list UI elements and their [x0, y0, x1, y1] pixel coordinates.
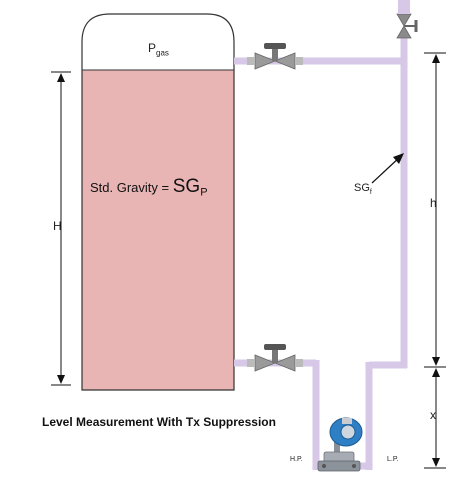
piping	[234, 36, 408, 470]
upper-isolation-valve	[247, 43, 303, 70]
diagram-title: Level Measurement With Tx Suppression	[42, 415, 276, 429]
fill-fluid-label: SGf	[354, 182, 372, 197]
suppression-label: x	[430, 408, 436, 422]
liquid-gravity-label: Std. Gravity = SGP	[90, 176, 208, 199]
lower-isolation-valve	[247, 344, 303, 372]
gas-pressure-label: Pgas	[148, 41, 169, 58]
leg-height-dimension	[424, 52, 446, 368]
pressure-transmitter	[317, 417, 363, 472]
low-pressure-port-label: L.P.	[387, 456, 399, 463]
leg-height-label: h	[430, 196, 437, 210]
tank-outline	[81, 13, 235, 391]
suppression-dimension	[424, 368, 446, 469]
tank-level-dimension	[51, 71, 71, 386]
high-pressure-port-label: H.P.	[290, 456, 303, 463]
fill-fluid-arrow	[371, 153, 404, 184]
vent-valve	[396, 0, 418, 39]
tank-level-label: H	[53, 219, 62, 233]
tank-liquid	[82, 70, 234, 390]
